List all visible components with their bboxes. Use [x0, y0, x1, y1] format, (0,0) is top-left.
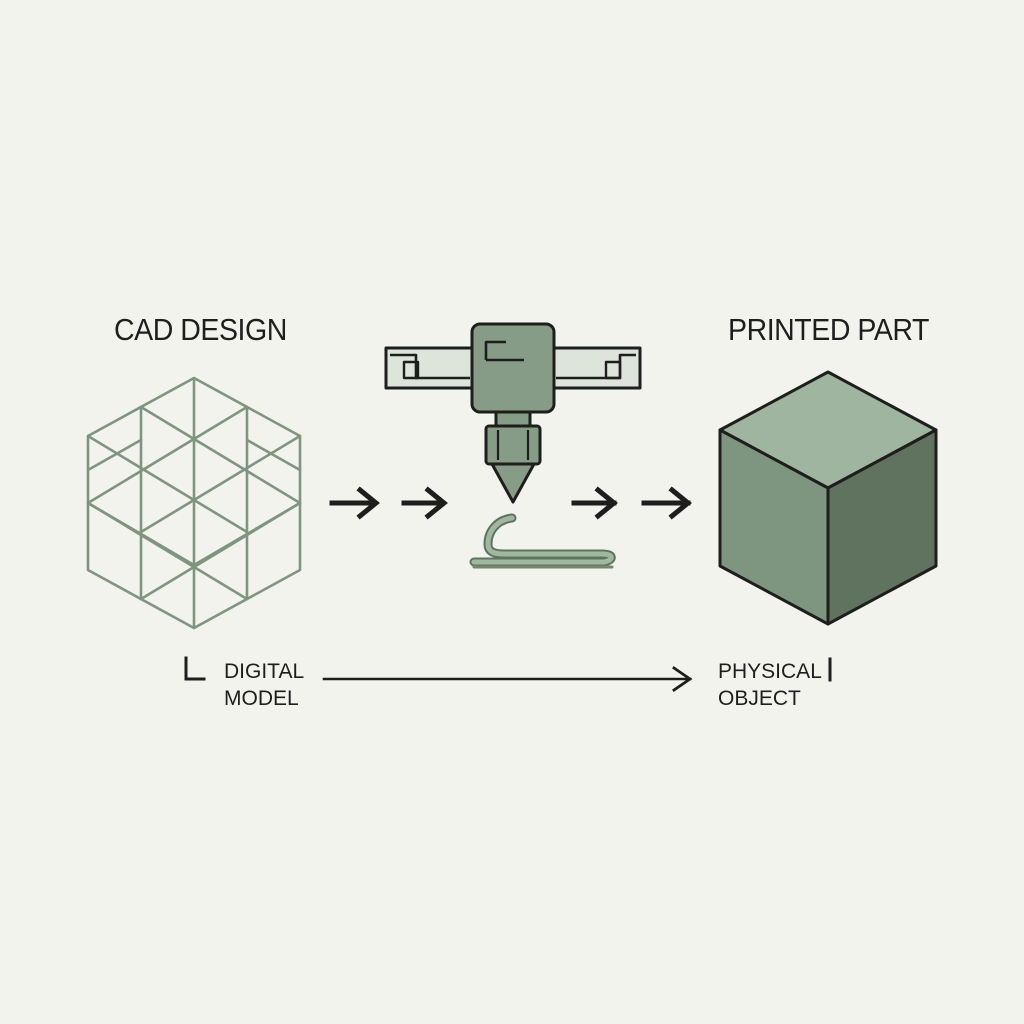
arrow-right-icon-3 [571, 486, 618, 520]
filament-path [469, 513, 616, 569]
physical-caption-line-1: PHYSICAL [718, 660, 822, 683]
digital-model-caption: DIGITAL MODEL [224, 658, 304, 712]
digital-caption-line-2: MODEL [224, 687, 299, 710]
printed-part-title: PRINTED PART [728, 312, 930, 347]
extruder-printer-icon [470, 322, 556, 504]
arrow-right-icon [329, 486, 692, 520]
solid-cube-icon [718, 370, 938, 626]
arrow-right-icon-4 [641, 486, 692, 520]
arrow-right-icon-2 [401, 486, 448, 520]
wireframe-hexagon-icon [86, 376, 302, 630]
cad-design-title: CAD DESIGN [114, 312, 287, 347]
physical-object-caption: PHYSICAL OBJECT [718, 658, 822, 712]
digital-to-physical-arrow [184, 656, 832, 692]
digital-caption-line-1: DIGITAL [224, 660, 305, 683]
arrow-right-icon-1 [329, 486, 380, 520]
physical-caption-line-2: OBJECT [718, 687, 801, 710]
